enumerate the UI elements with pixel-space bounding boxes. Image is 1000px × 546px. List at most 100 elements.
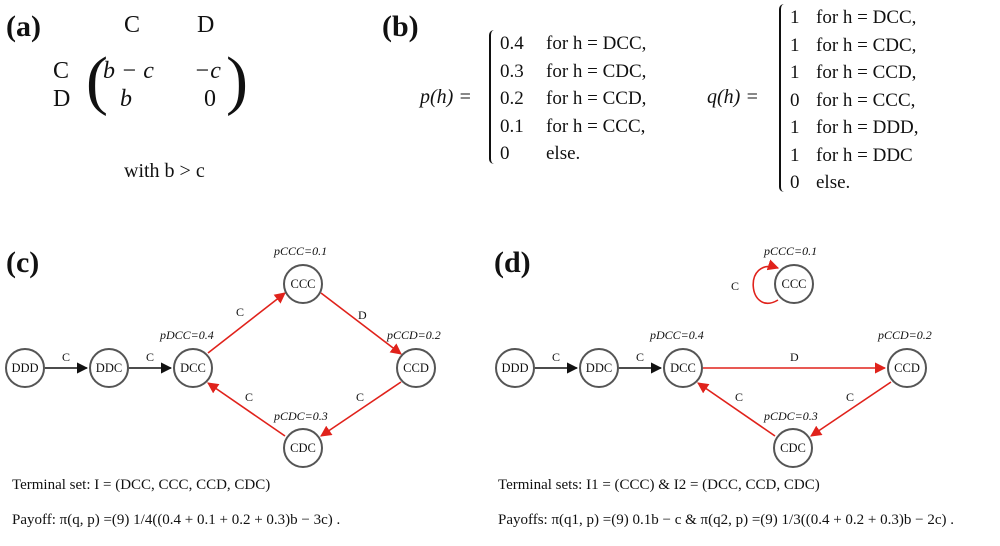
- prob-label-dcc: pDCC=0.4: [160, 328, 214, 342]
- p-case-cond: for h = CCD,: [546, 88, 647, 109]
- prob-label-cdc: pCDC=0.3: [764, 409, 818, 423]
- node-ddc: DDC: [579, 348, 619, 388]
- q-case-cond: for h = CDC,: [816, 34, 917, 56]
- p-case-row: 0.2 for h = CCD,: [500, 85, 646, 113]
- q-cases: 1 for h = DCC, 1 for h = CDC, 1 for h = CCD…: [790, 4, 919, 197]
- node-ccc: CCC: [774, 264, 814, 304]
- edge-d-ccd-cdc: [810, 381, 892, 437]
- q-case-cond: else.: [816, 172, 851, 193]
- edge-label-d-cdc-dcc: C: [735, 390, 744, 404]
- col-header-c: C: [124, 12, 141, 38]
- panel-d-label: (d): [494, 246, 531, 279]
- cell-cc: b − c: [103, 58, 154, 84]
- edge-d-ccc-self-loop: [752, 259, 780, 304]
- p-case-value: 0.4: [500, 33, 524, 54]
- edge-c-ccc-ccd: [320, 292, 402, 355]
- q-case-value: 1: [790, 62, 800, 83]
- panel-a-label: (a): [6, 10, 41, 43]
- panel-c-label: (c): [6, 246, 40, 279]
- p-function-lhs: p(h) =: [420, 86, 472, 108]
- edge-label-c-ddc-dcc: C: [146, 350, 155, 364]
- node-dcc: DCC: [173, 348, 213, 388]
- row-header-d: D: [53, 86, 71, 112]
- p-case-value: 0.1: [500, 115, 524, 137]
- q-case-cond: for h = CCC,: [816, 89, 916, 111]
- payoff-c: Payoff: π(q, p) =(9) 1/4((0.4 + 0.1 + 0.…: [12, 512, 341, 528]
- p-case-value: 0.2: [500, 88, 524, 109]
- edge-label-c-ccc-ccd: D: [358, 308, 367, 322]
- edge-label-c-cdc-dcc: C: [245, 390, 254, 404]
- node-ccc: CCC: [283, 264, 323, 304]
- cell-dc: b: [120, 86, 132, 112]
- edge-c-cdc-dcc: [207, 382, 286, 437]
- node-ddd: DDD: [5, 348, 45, 388]
- p-case-value: 0: [500, 143, 510, 164]
- q-case-row: 0 for h = CCC,: [790, 87, 919, 115]
- q-case-cond: for h = DCC,: [816, 7, 917, 28]
- col-header-d: D: [197, 12, 215, 38]
- node-dcc: DCC: [663, 348, 703, 388]
- prob-label-ccc: pCCC=0.1: [764, 244, 818, 258]
- q-case-row: 1 for h = DDC: [790, 142, 919, 170]
- edge-label-c-ddd-ddc: C: [62, 350, 71, 364]
- p-cases: 0.4 for h = DCC, 0.3 for h = CDC, 0.2 for h…: [500, 30, 646, 168]
- payoff-d: Payoffs: π(q1, p) =(9) 0.1b − c & π(q2, …: [498, 512, 954, 528]
- panel-b-label: (b): [382, 10, 419, 43]
- q-function-lhs: q(h) =: [707, 86, 759, 108]
- row-header-c: C: [53, 58, 70, 84]
- edge-label-d-dcc-ccd: D: [790, 350, 799, 364]
- q-case-row: 1 for h = DCC,: [790, 4, 919, 32]
- node-ddd: DDD: [495, 348, 535, 388]
- right-paren: ): [226, 44, 248, 117]
- edge-c-dcc-ccc: [207, 292, 286, 354]
- q-case-row: 1 for h = CDC,: [790, 32, 919, 60]
- p-case-cond: for h = CDC,: [546, 60, 647, 82]
- p-case-row: 0.1 for h = CCC,: [500, 113, 646, 141]
- p-case-row: 0 else.: [500, 140, 646, 168]
- node-ccd: CCD: [887, 348, 927, 388]
- node-cdc: CDC: [283, 428, 323, 468]
- q-case-cond: for h = CCD,: [816, 62, 917, 83]
- q-case-value: 1: [790, 144, 800, 166]
- edge-label-c-dcc-ccc: C: [236, 305, 245, 319]
- edge-label-d-ddc-dcc: C: [636, 350, 645, 364]
- cell-dd: 0: [204, 86, 216, 112]
- q-case-value: 1: [790, 34, 800, 56]
- q-case-cond: for h = DDC: [816, 144, 913, 166]
- p-case-row: 0.4 for h = DCC,: [500, 30, 646, 58]
- q-brace: [779, 4, 789, 192]
- edge-label-c-ccd-cdc: C: [356, 390, 365, 404]
- edge-c-ccd-cdc: [320, 381, 402, 437]
- p-case-row: 0.3 for h = CDC,: [500, 58, 646, 86]
- q-case-value: 0: [790, 172, 800, 193]
- node-ccd: CCD: [396, 348, 436, 388]
- matrix-note: with b > c: [124, 160, 205, 182]
- q-case-row: 1 for h = DDD,: [790, 114, 919, 142]
- edge-label-d-ddd-ddc: C: [552, 350, 561, 364]
- edge-d-cdc-dcc: [697, 382, 776, 437]
- prob-label-ccc: pCCC=0.1: [274, 244, 328, 258]
- terminal-sets-d: Terminal sets: I1 = (CCC) & I2 = (DCC, C…: [498, 477, 820, 493]
- node-cdc: CDC: [773, 428, 813, 468]
- q-case-row: 0 else.: [790, 169, 919, 197]
- terminal-set-c: Terminal set: I = (DCC, CCC, CCD, CDC): [12, 477, 271, 493]
- p-case-cond: else.: [546, 143, 581, 164]
- q-case-value: 1: [790, 117, 800, 138]
- prob-label-ccd: pCCD=0.2: [387, 328, 441, 342]
- prob-label-ccd: pCCD=0.2: [878, 328, 932, 342]
- node-ddc: DDC: [89, 348, 129, 388]
- p-case-cond: for h = DCC,: [546, 33, 647, 54]
- left-paren: (: [86, 44, 108, 117]
- prob-label-cdc: pCDC=0.3: [274, 409, 328, 423]
- p-brace: [489, 30, 499, 164]
- p-case-value: 0.3: [500, 60, 524, 82]
- q-case-cond: for h = DDD,: [816, 117, 919, 138]
- q-case-value: 0: [790, 89, 800, 111]
- edge-label-d-ccc-self: C: [731, 279, 740, 293]
- p-case-cond: for h = CCC,: [546, 115, 646, 137]
- q-case-value: 1: [790, 7, 800, 28]
- cell-cd: −c: [194, 58, 221, 84]
- edge-label-d-ccd-cdc: C: [846, 390, 855, 404]
- q-case-row: 1 for h = CCD,: [790, 59, 919, 87]
